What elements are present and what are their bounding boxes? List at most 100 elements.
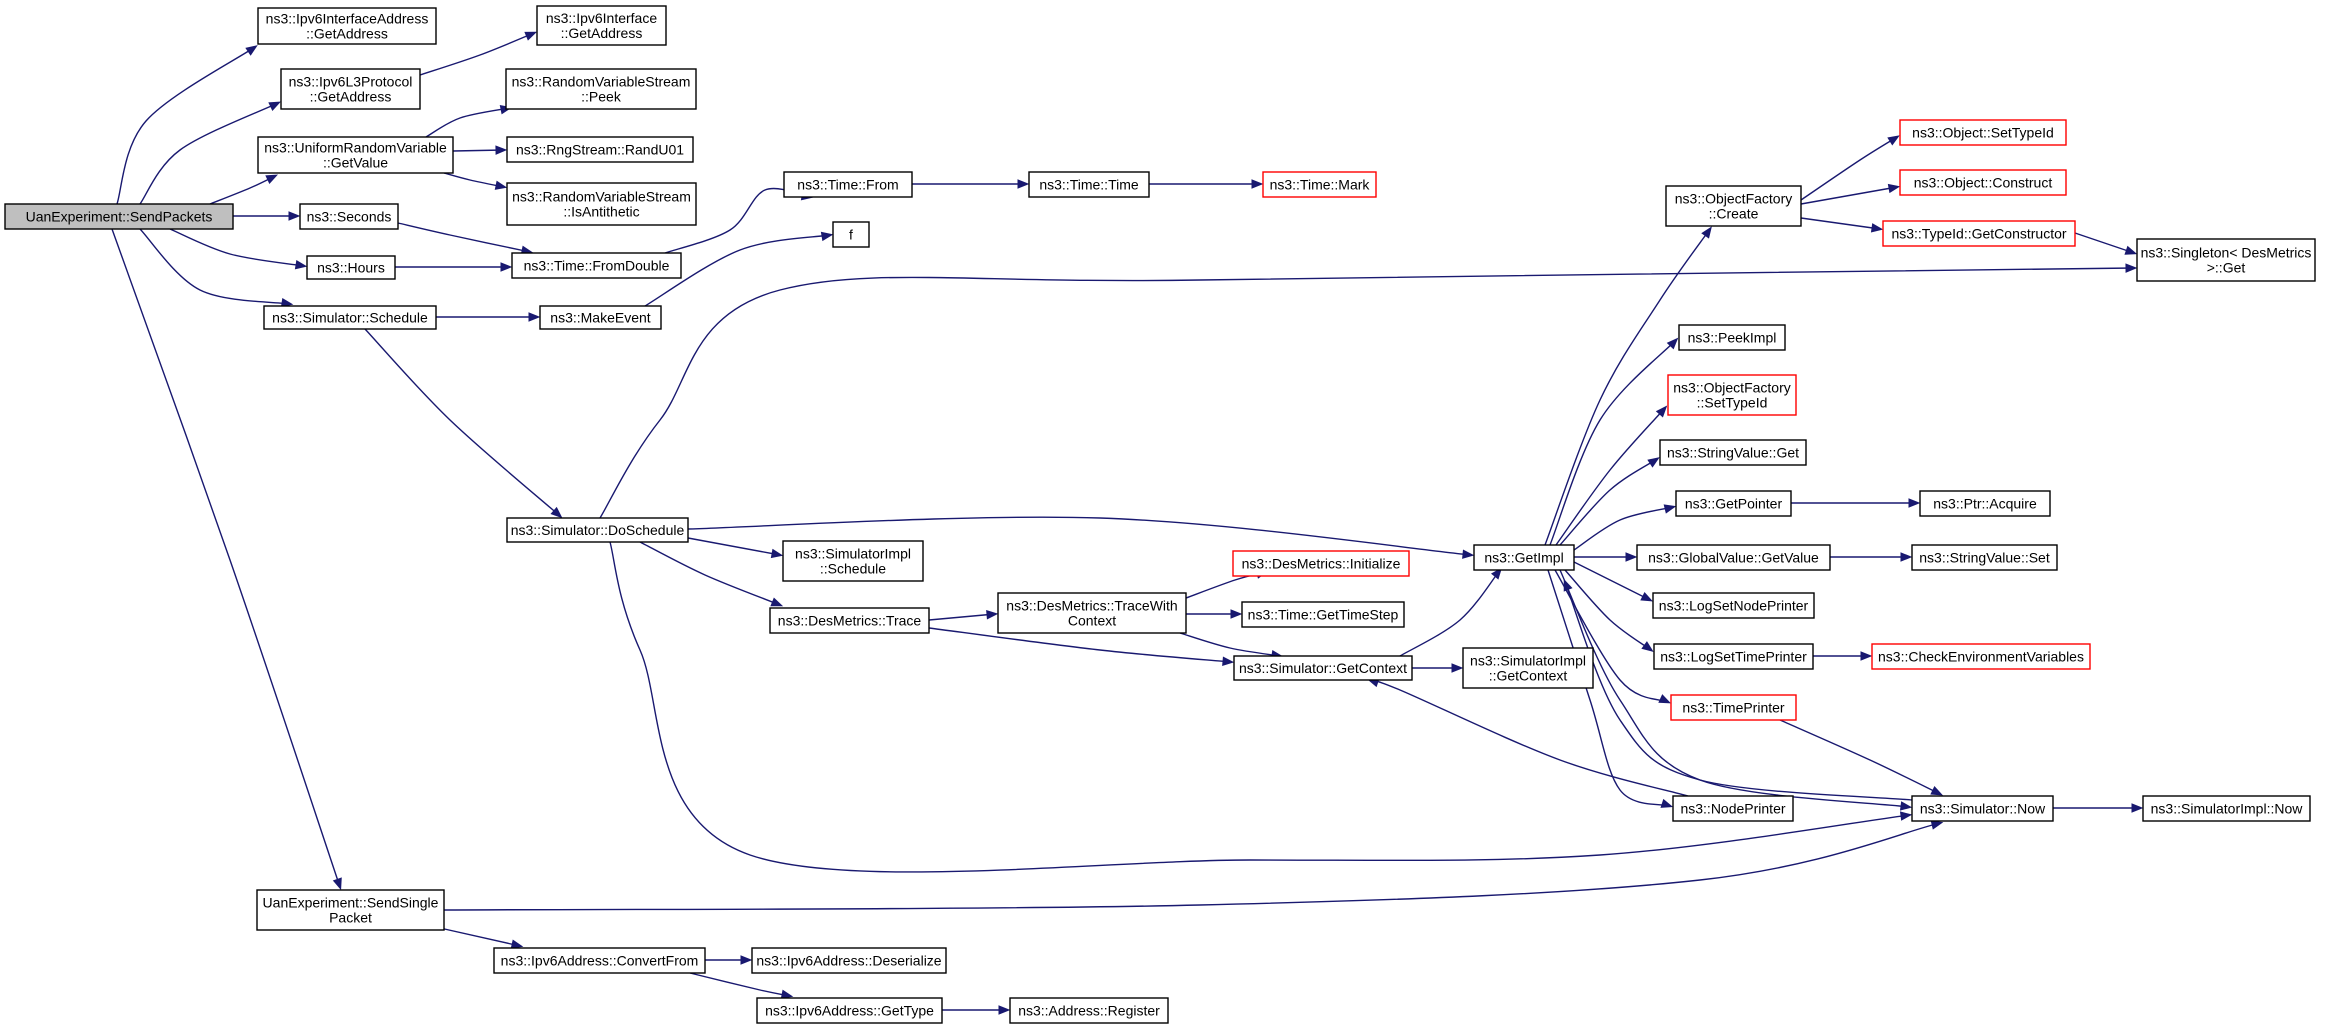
node-box [493, 947, 706, 974]
node-box [505, 68, 697, 110]
function-node[interactable]: ns3::StringValue::Get [1659, 439, 1807, 466]
function-node[interactable]: ns3::Time::From [783, 171, 913, 198]
node-box [782, 540, 924, 582]
call-edge [452, 145, 508, 155]
node-box [257, 7, 437, 45]
node-label: ::Schedule [820, 561, 886, 577]
node-box [506, 517, 689, 543]
node-label: ns3::Singleton< DesMetrics [2141, 245, 2312, 261]
function-node[interactable]: ns3::GetPointer [1675, 490, 1792, 517]
function-node[interactable]: ns3::Ipv6Address::GetType [756, 997, 943, 1024]
arrowhead-icon [1647, 457, 1660, 468]
function-node[interactable]: UanExperiment::SendPackets [4, 203, 234, 230]
function-node[interactable]: ns3::Time::Time [1028, 171, 1150, 198]
function-node[interactable]: ns3::Simulator::GetContext [1233, 655, 1413, 681]
function-node[interactable]: ns3::LogSetTimePrinter [1653, 643, 1814, 670]
edge-line [439, 927, 521, 947]
arrowhead-icon [528, 312, 541, 322]
function-node[interactable]: ns3::ObjectFactory::Create [1665, 185, 1802, 227]
node-box [832, 221, 870, 248]
function-node[interactable]: ns3::UniformRandomVariable::GetValue [257, 136, 454, 174]
edge-line [689, 972, 791, 997]
arrowhead-icon [494, 180, 508, 190]
node-label: ns3::Address::Register [1018, 1003, 1160, 1019]
call-edge [139, 228, 294, 308]
function-node[interactable]: ns3::TimePrinter [1670, 694, 1797, 721]
function-node[interactable]: ns3::GetImpl [1473, 544, 1575, 571]
function-node[interactable]: ns3::Seconds [299, 203, 399, 230]
arrowhead-icon [1887, 135, 1900, 146]
call-edge [395, 262, 513, 272]
function-node[interactable]: ns3::Ptr::Acquire [1919, 490, 2051, 517]
node-label: ns3::Ipv6Address::GetType [765, 1003, 934, 1019]
arrowhead-icon [510, 939, 524, 949]
function-node[interactable]: ns3::Ipv6Interface::GetAddress [536, 5, 667, 46]
call-edge [439, 927, 524, 949]
node-box [1652, 592, 1815, 619]
node-label: ns3::ObjectFactory [1673, 380, 1791, 396]
edge-line [139, 228, 291, 305]
arrowhead-icon [740, 955, 753, 965]
function-node[interactable]: ns3::Address::Register [1009, 997, 1169, 1024]
call-edge [233, 211, 301, 221]
arrowhead-icon [265, 174, 279, 184]
call-edge [116, 45, 258, 205]
function-node[interactable]: ns3::Time::Mark [1262, 171, 1377, 198]
function-node[interactable]: ns3::Ipv6Address::ConvertFrom [493, 947, 706, 974]
function-node[interactable]: ns3::Ipv6Address::Deserialize [751, 947, 947, 974]
function-node[interactable]: ns3::StringValue::Set [1911, 544, 2058, 571]
arrowhead-icon [1660, 798, 1674, 808]
function-node[interactable]: ns3::Time::GetTimeStep [1241, 601, 1405, 628]
function-node[interactable]: ns3::RngStream::RandU01 [506, 136, 694, 163]
edge-line [1800, 136, 1898, 201]
arrowhead-icon [1641, 641, 1654, 652]
node-box [506, 182, 697, 226]
call-edges [111, 31, 2144, 1015]
function-node[interactable]: ns3::GlobalValue::GetValue [1636, 544, 1831, 571]
node-box [257, 136, 454, 174]
arrowhead-icon [986, 610, 999, 620]
function-node[interactable]: ns3::Object::SetTypeId [1899, 119, 2067, 146]
function-node[interactable]: ns3::TypeId::GetConstructor [1882, 220, 2076, 247]
arrowhead-icon [500, 262, 513, 272]
function-node[interactable]: ns3::RandomVariableStream::Peek [505, 68, 697, 110]
function-node[interactable]: ns3::Simulator::DoSchedule [506, 517, 689, 543]
function-node[interactable]: ns3::Singleton< DesMetrics >::Get [2136, 238, 2316, 282]
function-node[interactable]: ns3::LogSetNodePrinter [1652, 592, 1815, 619]
function-node[interactable]: ns3::RandomVariableStream::IsAntithetic [506, 182, 697, 226]
arrowhead-icon [495, 145, 508, 155]
function-node[interactable]: ns3::SimulatorImpl::Now [2142, 795, 2311, 822]
function-node[interactable]: ns3::Ipv6InterfaceAddress::GetAddress [257, 7, 437, 45]
arrowhead-icon [1666, 337, 1679, 350]
function-node[interactable]: ns3::ObjectFactory::SetTypeId [1667, 374, 1797, 416]
function-node[interactable]: ns3::Simulator::Now [1911, 795, 2054, 822]
function-node[interactable]: ns3::Object::Construct [1899, 169, 2067, 196]
function-node[interactable]: ns3::SimulatorImpl::GetContext [1462, 647, 1594, 689]
node-label: ::Create [1709, 206, 1759, 222]
function-node[interactable]: ns3::DesMetrics::Trace [769, 607, 930, 634]
function-node[interactable]: ns3::Simulator::Schedule [263, 305, 437, 330]
node-label: ::GetAddress [561, 25, 643, 41]
function-node[interactable]: ns3::SimulatorImpl::Schedule [782, 540, 924, 582]
function-node[interactable]: ns3::Time::FromDouble [511, 252, 682, 279]
node-box [783, 171, 913, 198]
function-node[interactable]: f [832, 221, 870, 248]
node-label: ns3::SimulatorImpl [795, 546, 911, 562]
function-node[interactable]: ns3::Ipv6L3Protocol::GetAddress [280, 68, 421, 110]
function-node[interactable]: ns3::MakeEvent [539, 305, 662, 330]
node-box [769, 607, 930, 634]
function-node[interactable]: ns3::Hours [306, 255, 396, 280]
function-node[interactable]: ns3::NodePrinter [1672, 795, 1794, 822]
node-box [280, 68, 421, 110]
function-node[interactable]: ns3::CheckEnvironmentVariables [1871, 643, 2091, 670]
node-label: ns3::Time::GetTimeStep [1248, 607, 1399, 623]
edge-line [1369, 679, 1689, 797]
arrowhead-icon [1860, 651, 1873, 661]
node-box [306, 255, 396, 280]
function-node[interactable]: ns3::DesMetrics::Initialize [1232, 550, 1410, 577]
function-node[interactable]: ns3::PeekImpl [1678, 324, 1786, 351]
node-label: ns3::Simulator::Schedule [272, 310, 428, 326]
node-box [1233, 655, 1413, 681]
